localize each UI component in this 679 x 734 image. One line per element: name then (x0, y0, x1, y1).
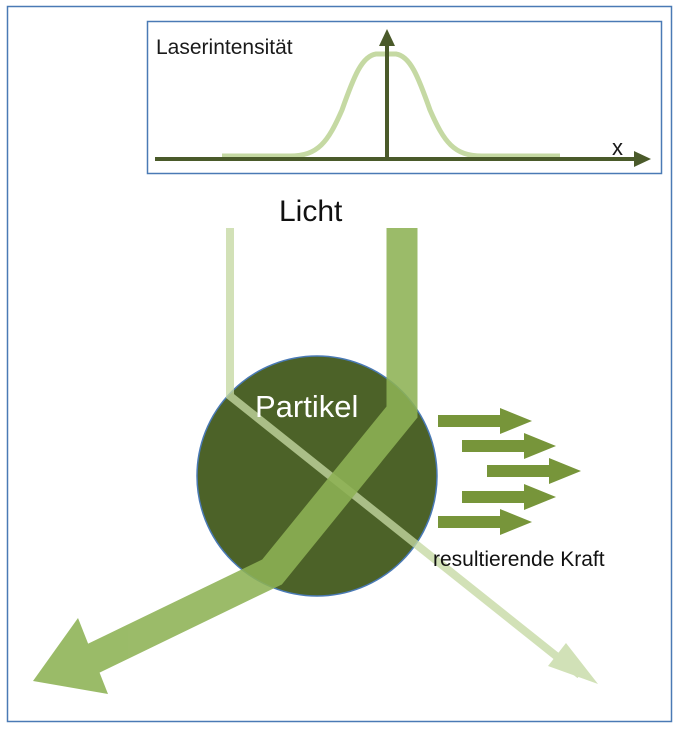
strong-beam-path (83, 228, 418, 674)
force-arrow (462, 433, 556, 459)
particle-label: Partikel (255, 389, 358, 424)
weak-beam-path (226, 228, 583, 679)
inset-frame (146, 20, 663, 175)
weak-light-beam (226, 228, 598, 684)
weak-beam-arrowhead (548, 643, 598, 684)
force-arrow (462, 484, 556, 510)
force-arrow (438, 509, 532, 535)
x-axis-label: x (612, 135, 623, 160)
strong-light-beam (33, 228, 418, 694)
resulting-force-label: resultierende Kraft (433, 548, 605, 571)
x-axis-arrowhead (634, 151, 651, 167)
resulting-force-arrows (438, 408, 581, 535)
strong-beam-arrowhead (33, 618, 108, 694)
force-arrow (487, 458, 581, 484)
force-arrow (438, 408, 532, 434)
intensity-axis-arrowhead (379, 29, 395, 46)
intensity-title: Laserintensität (156, 36, 293, 59)
laser-intensity-inset: Laserintensität x (146, 20, 663, 175)
light-label: Licht (279, 195, 343, 228)
